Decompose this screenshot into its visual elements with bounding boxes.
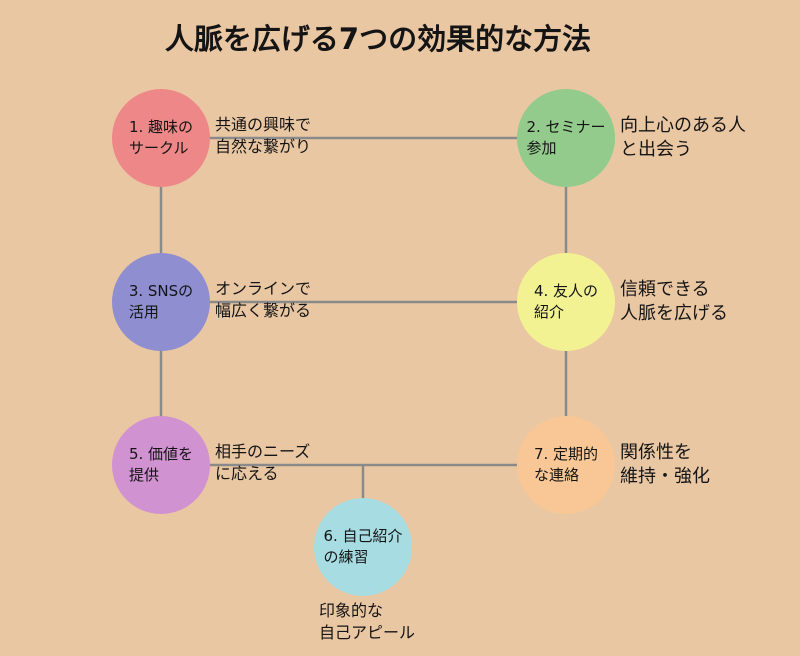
node-hobby-club-label: 1. 趣味の サークル xyxy=(128,118,194,157)
node-friend-referral-label: 4. 友人の 紹介 xyxy=(533,282,599,321)
annotation-seminar: 向上心のある人 と出会う xyxy=(620,115,746,160)
annotation-hobby-club: 共通の興味で 自然な繋がり xyxy=(215,115,312,157)
node-regular-contact-label: 7. 定期的 な連絡 xyxy=(533,445,599,484)
node-self-intro-practice: 6. 自己紹介 の練習 xyxy=(314,498,412,596)
node-self-intro-practice-label: 6. 自己紹介 の練習 xyxy=(323,527,403,566)
node-provide-value: 5. 価値を 提供 xyxy=(112,416,210,514)
annotation-provide-value: 相手のニーズ に応える xyxy=(215,442,311,484)
node-seminar-label: 2. セミナー 参加 xyxy=(526,118,606,157)
node-seminar: 2. セミナー 参加 xyxy=(517,89,615,187)
annotation-self-intro-practice: 印象的な 自己アピール xyxy=(319,601,416,643)
annotation-regular-contact: 関係性を 維持・強化 xyxy=(620,442,710,487)
node-provide-value-label: 5. 価値を 提供 xyxy=(128,445,194,484)
annotation-sns: オンラインで 幅広く繋がる xyxy=(215,279,312,321)
node-regular-contact: 7. 定期的 な連絡 xyxy=(517,416,615,514)
node-hobby-club: 1. 趣味の サークル xyxy=(112,89,210,187)
diagram-title: 人脈を広げる7つの効果的な方法 xyxy=(164,22,592,56)
node-sns: 3. SNSの 活用 xyxy=(112,253,210,351)
node-sns-label: 3. SNSの 活用 xyxy=(128,282,194,321)
annotation-friend-referral: 信頼できる 人脈を広げる xyxy=(620,279,728,324)
node-friend-referral: 4. 友人の 紹介 xyxy=(517,253,615,351)
